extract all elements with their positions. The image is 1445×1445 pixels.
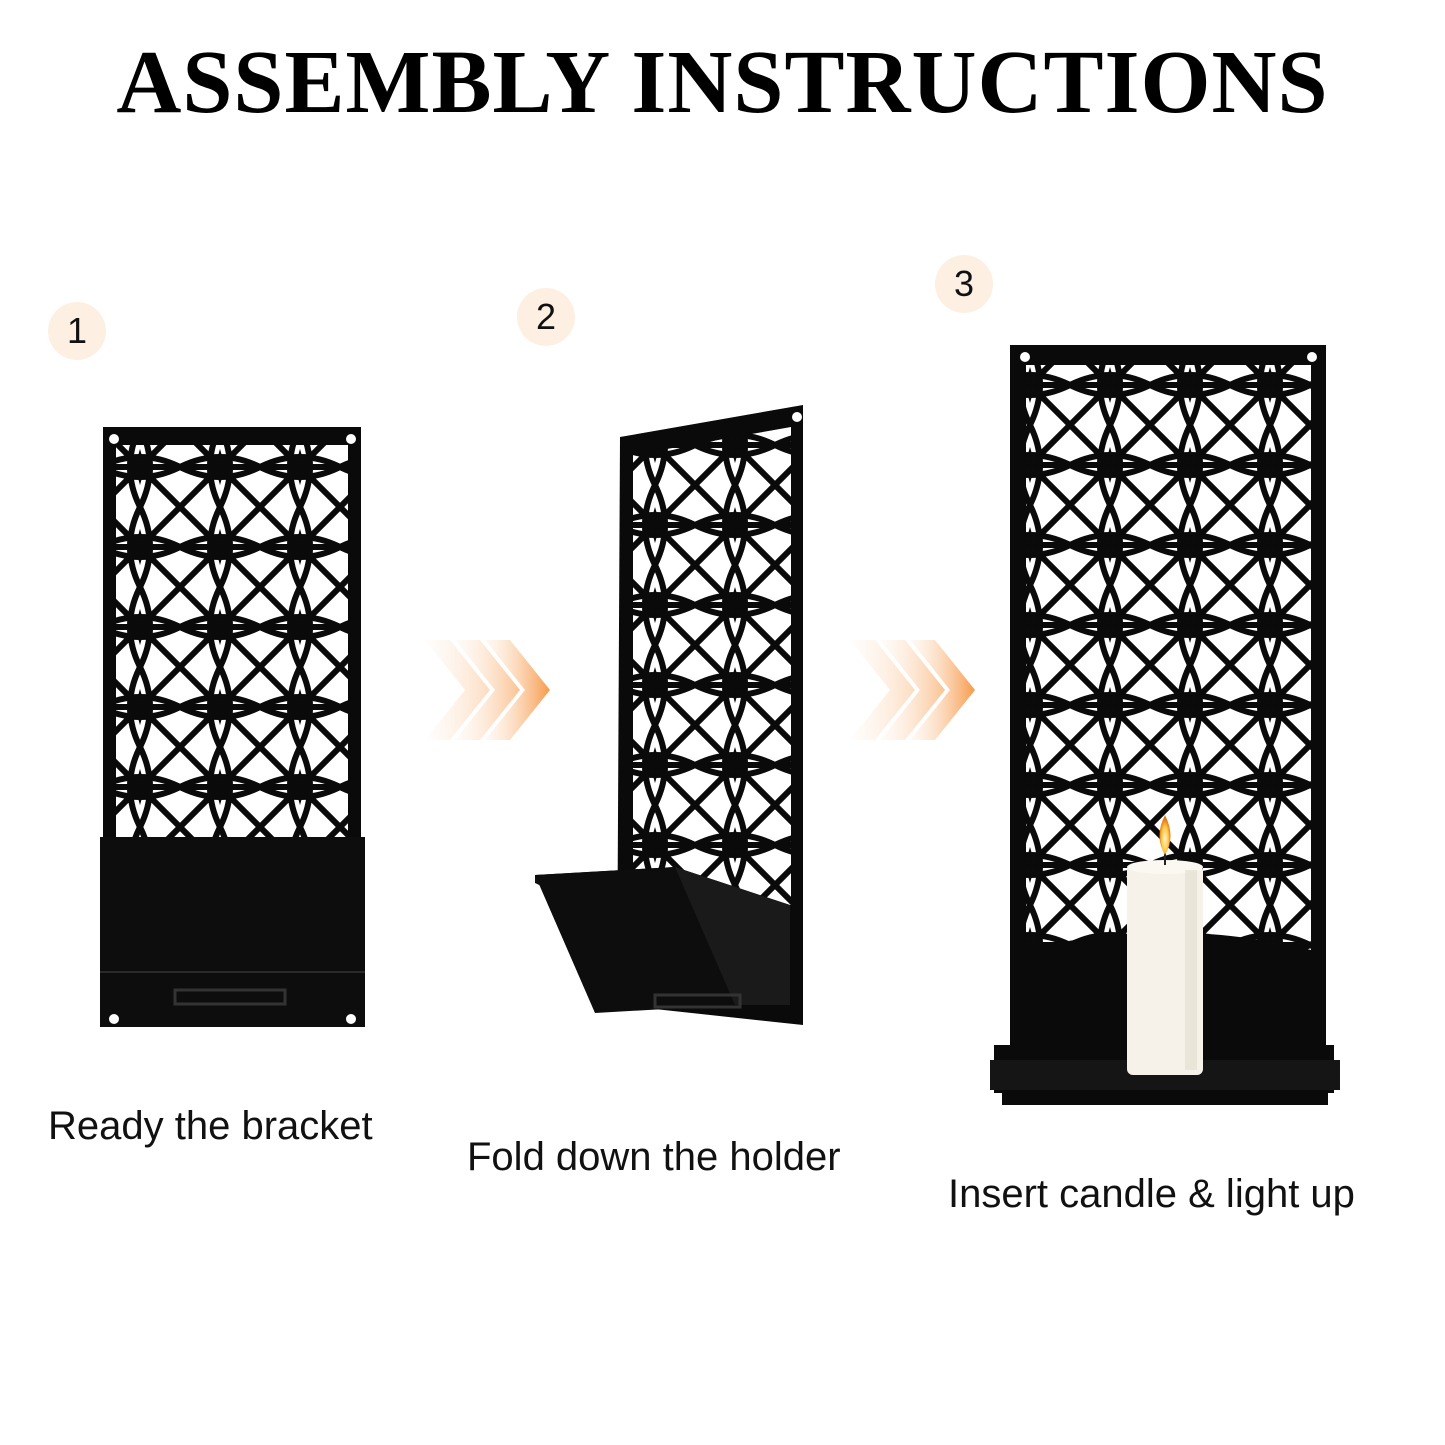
step-3-caption: Insert candle & light up — [948, 1172, 1355, 1216]
step-1-caption: Ready the bracket — [48, 1104, 373, 1148]
step-2-caption: Fold down the holder — [467, 1135, 841, 1179]
step-2-badge: 2 — [517, 288, 575, 346]
chevron-arrow-icon-2 — [850, 640, 975, 740]
step-1-badge: 1 — [48, 302, 106, 360]
bracket-folding-illustration — [535, 405, 803, 1025]
step-3-badge: 3 — [935, 255, 993, 313]
sconce-assembled-illustration — [990, 345, 1340, 1105]
step-2-number: 2 — [535, 296, 557, 337]
candle-icon — [1127, 815, 1203, 1075]
bracket-flat-illustration — [100, 427, 365, 1027]
step-1-number: 1 — [66, 310, 88, 351]
chevron-arrow-icon-1 — [425, 640, 550, 740]
step-3-number: 3 — [953, 263, 975, 304]
page-title: ASSEMBLY INSTRUCTIONS — [116, 33, 1329, 132]
